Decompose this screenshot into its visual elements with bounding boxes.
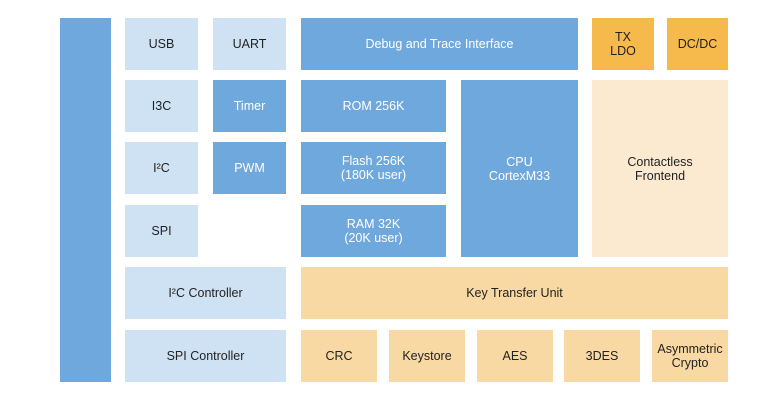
crc-block: CRC bbox=[301, 330, 377, 382]
spi-block: SPI bbox=[125, 205, 198, 257]
3des-block: 3DES bbox=[564, 330, 640, 382]
usb-block: USB bbox=[125, 18, 198, 70]
contactless-frontend-block: Contactless Frontend bbox=[592, 80, 728, 257]
dcdc-block: DC/DC bbox=[667, 18, 728, 70]
key-transfer-unit-block: Key Transfer Unit bbox=[301, 267, 728, 319]
i3c-block: I3C bbox=[125, 80, 198, 132]
asymmetric-crypto-block: Asymmetric Crypto bbox=[652, 330, 728, 382]
flash-block: Flash 256K (180K user) bbox=[301, 142, 446, 194]
ram-block: RAM 32K (20K user) bbox=[301, 205, 446, 257]
pwm-block: PWM bbox=[213, 142, 286, 194]
i2c-controller-block: I²C Controller bbox=[125, 267, 286, 319]
debug-trace-interface-block: Debug and Trace Interface bbox=[301, 18, 578, 70]
tx-ldo-block: TX LDO bbox=[592, 18, 654, 70]
i2c-block: I²C bbox=[125, 142, 198, 194]
rom-block: ROM 256K bbox=[301, 80, 446, 132]
aes-block: AES bbox=[477, 330, 553, 382]
uart-block: UART bbox=[213, 18, 286, 70]
keystore-block: Keystore bbox=[389, 330, 465, 382]
spi-controller-block: SPI Controller bbox=[125, 330, 286, 382]
timer-block: Timer bbox=[213, 80, 286, 132]
cpu-block: CPU CortexM33 bbox=[461, 80, 578, 257]
system-bus-bar bbox=[60, 18, 111, 382]
